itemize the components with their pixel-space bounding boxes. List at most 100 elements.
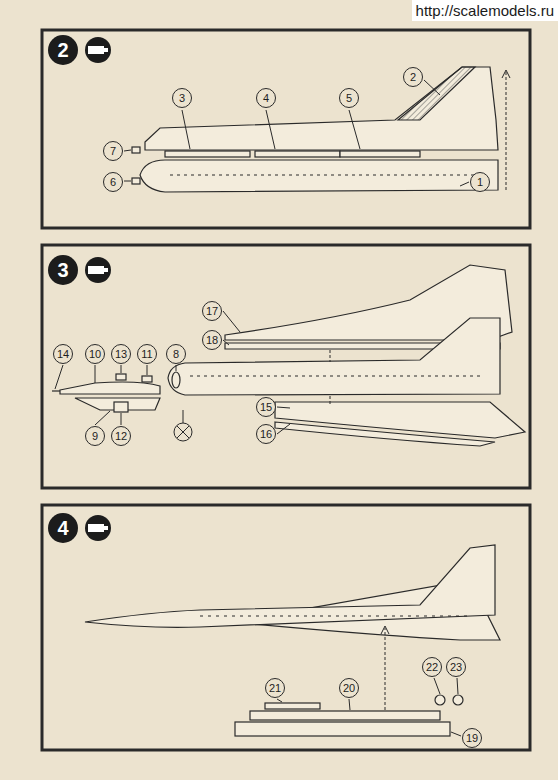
- window-stroke: [456, 376, 459, 377]
- window-stroke: [177, 175, 180, 176]
- callout-circle: 5: [339, 88, 359, 108]
- window-stroke: [226, 175, 229, 176]
- window-stroke: [448, 616, 451, 617]
- callout-number: 12: [115, 431, 127, 442]
- window-stroke: [240, 616, 243, 617]
- callout-circle: 2: [403, 67, 423, 87]
- window-stroke: [424, 616, 427, 617]
- window-stroke: [414, 376, 417, 377]
- window-stroke: [248, 616, 251, 617]
- window-stroke: [464, 175, 467, 176]
- callout-circle: 11: [137, 344, 157, 364]
- window-stroke: [240, 175, 243, 176]
- window-stroke: [211, 376, 214, 377]
- callout-circle: 22: [422, 657, 442, 677]
- window-stroke: [457, 175, 460, 176]
- window-stroke: [280, 616, 283, 617]
- window-stroke: [344, 616, 347, 617]
- callout-number: 18: [206, 335, 218, 346]
- callout-circle: 3: [172, 88, 192, 108]
- callout-circle: 8: [166, 344, 186, 364]
- window-stroke: [289, 175, 292, 176]
- callout-circle: 23: [446, 657, 466, 677]
- window-stroke: [449, 376, 452, 377]
- window-stroke: [422, 175, 425, 176]
- step-number: 3: [48, 255, 78, 285]
- window-stroke: [400, 376, 403, 377]
- callout-number: 1: [477, 177, 483, 188]
- window-stroke: [336, 616, 339, 617]
- window-stroke: [330, 376, 333, 377]
- window-stroke: [233, 175, 236, 176]
- window-stroke: [358, 376, 361, 377]
- callout-circle: 21: [265, 678, 285, 698]
- window-stroke: [204, 376, 207, 377]
- window-stroke: [288, 616, 291, 617]
- callout-circle: 7: [103, 141, 123, 161]
- callout-circle: 4: [256, 88, 276, 108]
- window-stroke: [432, 616, 435, 617]
- watermark: http://scalemodels.ru: [412, 0, 558, 21]
- window-stroke: [208, 616, 211, 617]
- window-stroke: [254, 175, 257, 176]
- window-stroke: [316, 376, 319, 377]
- callout-circle: 19: [462, 728, 482, 748]
- callout-number: 7: [110, 146, 116, 157]
- callout-number: 20: [343, 683, 355, 694]
- window-stroke: [219, 175, 222, 176]
- window-rows: [170, 175, 481, 176]
- step4-parts: [85, 545, 500, 736]
- callout-circle: 1: [470, 172, 490, 192]
- window-stroke: [440, 616, 443, 617]
- window-stroke: [295, 376, 298, 377]
- window-stroke: [408, 616, 411, 617]
- window-stroke: [184, 175, 187, 176]
- callout-number: 2: [410, 72, 416, 83]
- window-stroke: [304, 616, 307, 617]
- window-stroke: [232, 616, 235, 617]
- window-stroke: [170, 175, 173, 176]
- window-stroke: [260, 376, 263, 377]
- callout-circle: 17: [202, 301, 222, 321]
- callout-number: 22: [426, 662, 438, 673]
- window-stroke: [268, 175, 271, 176]
- window-stroke: [272, 616, 275, 617]
- callout-circle: 9: [85, 426, 105, 446]
- callout-circle: 14: [53, 344, 73, 364]
- callout-number: 11: [141, 349, 152, 360]
- window-stroke: [435, 376, 438, 377]
- window-stroke: [200, 616, 203, 617]
- callout-number: 14: [57, 349, 69, 360]
- step-number: 4: [48, 513, 78, 543]
- window-stroke: [303, 175, 306, 176]
- window-stroke: [428, 376, 431, 377]
- callout-number: 2: [57, 40, 68, 60]
- window-stroke: [450, 175, 453, 176]
- window-stroke: [239, 376, 242, 377]
- callout-number: 17: [206, 306, 218, 317]
- window-stroke: [392, 616, 395, 617]
- window-rows: [200, 616, 467, 617]
- window-stroke: [312, 616, 315, 617]
- window-stroke: [232, 376, 235, 377]
- window-stroke: [323, 376, 326, 377]
- callout-number: 3: [57, 260, 68, 280]
- window-stroke: [477, 376, 480, 377]
- window-stroke: [338, 175, 341, 176]
- window-stroke: [337, 376, 340, 377]
- window-stroke: [225, 376, 228, 377]
- window-stroke: [317, 175, 320, 176]
- callout-number: 16: [260, 429, 272, 440]
- window-stroke: [464, 616, 467, 617]
- window-stroke: [224, 616, 227, 617]
- leader-lines: [55, 311, 330, 441]
- window-stroke: [296, 616, 299, 617]
- window-stroke: [197, 376, 200, 377]
- window-stroke: [324, 175, 327, 176]
- window-stroke: [394, 175, 397, 176]
- window-stroke: [309, 376, 312, 377]
- callout-number: 15: [260, 402, 272, 413]
- window-stroke: [352, 616, 355, 617]
- window-stroke: [247, 175, 250, 176]
